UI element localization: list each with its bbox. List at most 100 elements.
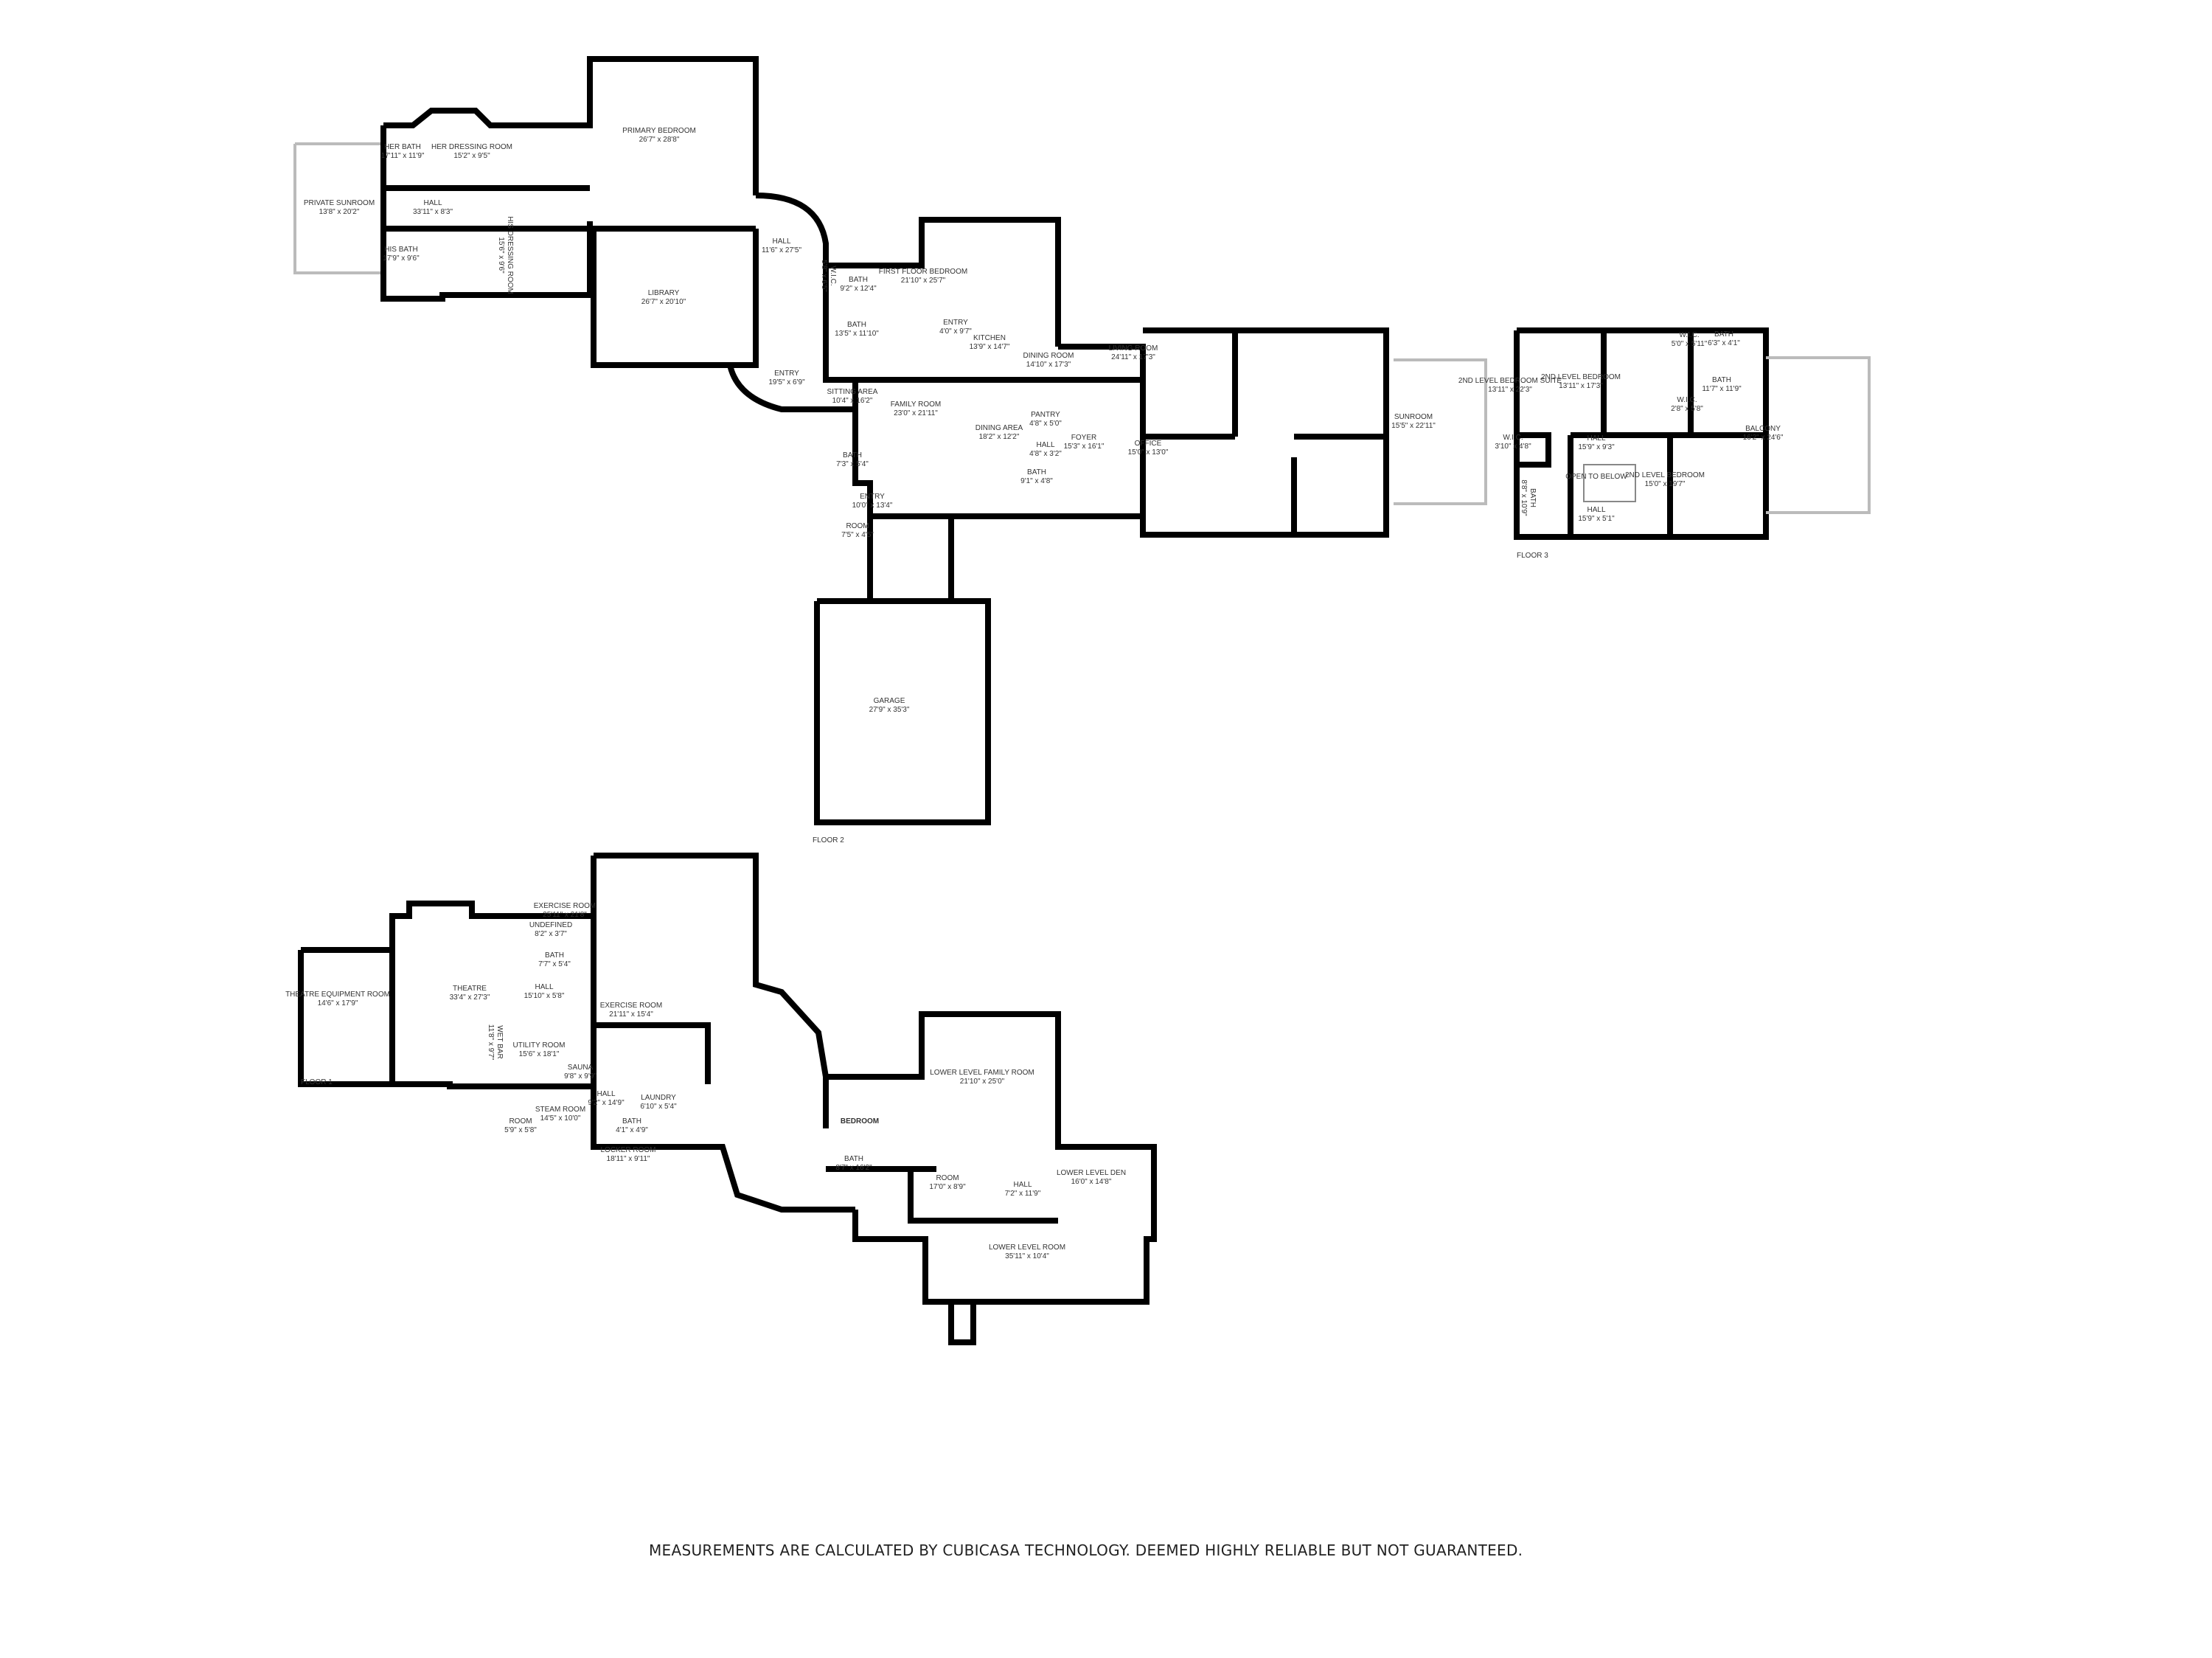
room-label: Steam Room14'5" x 10'0" [535, 1106, 585, 1123]
room-name: Office [1134, 440, 1162, 448]
room-dimensions: 4'8" x 5'0" [1029, 420, 1062, 428]
room-name: Room [936, 1174, 959, 1182]
room-dimensions: 7'7" x 5'4" [538, 960, 571, 968]
room-dimensions: 6'3" x 4'1" [1708, 339, 1740, 347]
room-label: Room5'9" x 5'8" [504, 1117, 537, 1135]
room-dimensions: 9'2" x 12'4" [840, 285, 877, 293]
room-dimensions: 17'0" x 8'9" [929, 1183, 966, 1191]
room-dimensions: 18'11" x 9'11" [606, 1155, 650, 1163]
room-label: Hall11'6" x 27'5" [762, 237, 801, 255]
room-label: Bath7'7" x 5'4" [538, 951, 571, 969]
room-label: Garage27'9" x 35'3" [869, 697, 910, 715]
room-label: Hall15'9" x 9'3" [1578, 434, 1614, 452]
room-label: Living Room24'11" x 17'3" [1109, 344, 1158, 362]
room-name: Lower Level Den [1056, 1169, 1127, 1177]
room-name: His Dressing Room [506, 216, 514, 294]
room-label: First Floor Bedroom21'10" x 25'7" [879, 268, 967, 285]
room-dimensions: 24'11" x 17'3" [1111, 353, 1155, 361]
room-label: Hall7'2" x 11'9" [1005, 1181, 1041, 1199]
room-name: Her Bath [384, 143, 421, 151]
room-name: Wet Bar [495, 1025, 504, 1059]
room-label: Sunroom15'5" x 22'11" [1391, 413, 1436, 431]
room-dimensions: 10'0" x 13'4" [852, 502, 893, 510]
room-label: Library26'7" x 20'10" [641, 289, 686, 307]
room-name: W.I.C. [1677, 396, 1697, 404]
room-label: Pantry4'8" x 5'0" [1029, 411, 1062, 429]
room-label: His Bath17'9" x 9'6" [383, 246, 419, 263]
room-dimensions: 26'7" x 20'10" [641, 298, 686, 306]
room-name: Hall [597, 1090, 616, 1098]
floor-3-walls [1514, 327, 1871, 540]
room-label: Exercise Room21'11" x 15'4" [600, 1002, 662, 1019]
room-label: Bedroom [841, 1117, 879, 1126]
room-dimensions: 4'1" x 4'9" [616, 1126, 648, 1134]
room-name: Hall [1013, 1181, 1032, 1189]
room-dimensions: 3'10" x 4'8" [1495, 443, 1531, 451]
room-label: Bath8'7" x 16'2" [835, 1155, 872, 1173]
room-label: Kitchen13'9" x 14'7" [970, 334, 1010, 352]
room-label: Bath4'1" x 4'9" [616, 1117, 648, 1135]
room-label: W.I.C.5'8" x 6'5" [819, 260, 837, 292]
room-dimensions: 11'8" x 9'7" [487, 1024, 495, 1061]
room-dimensions: 7'5" x 4'5" [841, 531, 874, 539]
room-dimensions: 21'11" x 15'4" [609, 1010, 653, 1019]
room-dimensions: 4'0" x 9'7" [939, 327, 972, 336]
room-dimensions: 23'0" x 21'11" [894, 409, 938, 417]
floor-1-label: FLOOR 1 [301, 1078, 333, 1086]
room-name: Library [647, 289, 680, 297]
room-name: Private Sunroom [303, 199, 375, 207]
room-label: Laundry6'10" x 5'4" [640, 1094, 676, 1111]
room-name: Lower Level Family Room [930, 1069, 1034, 1077]
room-name: Lower Level Room [988, 1244, 1066, 1252]
room-name: Entry [860, 493, 885, 501]
room-name: Her Dressing Room [431, 143, 513, 151]
room-dimensions: 21'10" x 25'0" [959, 1078, 1005, 1086]
room-dimensions: 15'6" x 18'1" [518, 1050, 560, 1058]
room-name: W.I.C. [1503, 434, 1523, 442]
room-name: Hall [1036, 441, 1055, 449]
room-dimensions: 33'4" x 27'3" [449, 993, 490, 1002]
room-name: Bath [1027, 468, 1046, 476]
room-name: Hall [423, 199, 442, 207]
room-name: Open To Below [1565, 473, 1627, 481]
room-dimensions: 13'9" x 14'7" [969, 343, 1010, 351]
room-label: 2nd Level Bedroom13'11" x 17'3" [1541, 373, 1621, 391]
floor-2-label: FLOOR 2 [813, 836, 844, 844]
room-label: Her Dressing Room15'2" x 9'5" [431, 143, 512, 161]
room-name: Hall [772, 237, 791, 246]
room-name: Exercise Room [533, 902, 597, 910]
room-label: Sauna9'8" x 9'9" [564, 1064, 597, 1081]
room-dimensions: 16'2" x 24'6" [1742, 434, 1784, 442]
room-name: 2nd Level Bedroom [1541, 373, 1621, 381]
room-dimensions: 26'7" x 28'8" [639, 136, 680, 144]
room-label: Lower Level Den16'0" x 14'8" [1057, 1169, 1126, 1187]
room-name: Theatre [453, 985, 487, 993]
room-name: 2nd Level Bedroom [1625, 471, 1705, 479]
room-label: Dining Area18'2" x 12'2" [975, 424, 1023, 442]
room-dimensions: 13'11" x 17'3" [1559, 382, 1603, 390]
room-name: Bath [545, 951, 564, 960]
room-label: Bath13'5" x 11'10" [835, 321, 879, 339]
room-name: Bath [1714, 330, 1733, 339]
room-name: Primary Bedroom [622, 127, 696, 135]
room-dimensions: 11'7" x 11'9" [1702, 385, 1742, 393]
room-name: Garage [873, 697, 905, 705]
room-name: Entry [774, 370, 799, 378]
room-name: Room [846, 522, 869, 530]
room-name: 2nd Level Bedroom Suite [1458, 377, 1562, 385]
room-name: W.I.C. [1679, 331, 1700, 339]
room-dimensions: 5'0" x 5'11" [1671, 340, 1708, 348]
room-dimensions: 9'2" x 14'9" [588, 1099, 625, 1107]
room-name: First Floor Bedroom [878, 268, 968, 276]
room-dimensions: 13'8" x 20'2" [319, 208, 360, 216]
room-name: Theatre Equipment Room [285, 991, 390, 999]
room-label: Hall15'10" x 5'8" [524, 983, 565, 1001]
room-dimensions: 15'2" x 9'5" [453, 152, 490, 160]
room-name: Dining Area [975, 424, 1023, 432]
room-label: Lower Level Family Room21'10" x 25'0" [930, 1069, 1034, 1086]
room-name: Family Room [890, 400, 942, 409]
room-name: Room [509, 1117, 532, 1125]
room-label: Bath6'3" x 4'1" [1708, 330, 1740, 348]
room-name: Balcony [1745, 425, 1781, 433]
